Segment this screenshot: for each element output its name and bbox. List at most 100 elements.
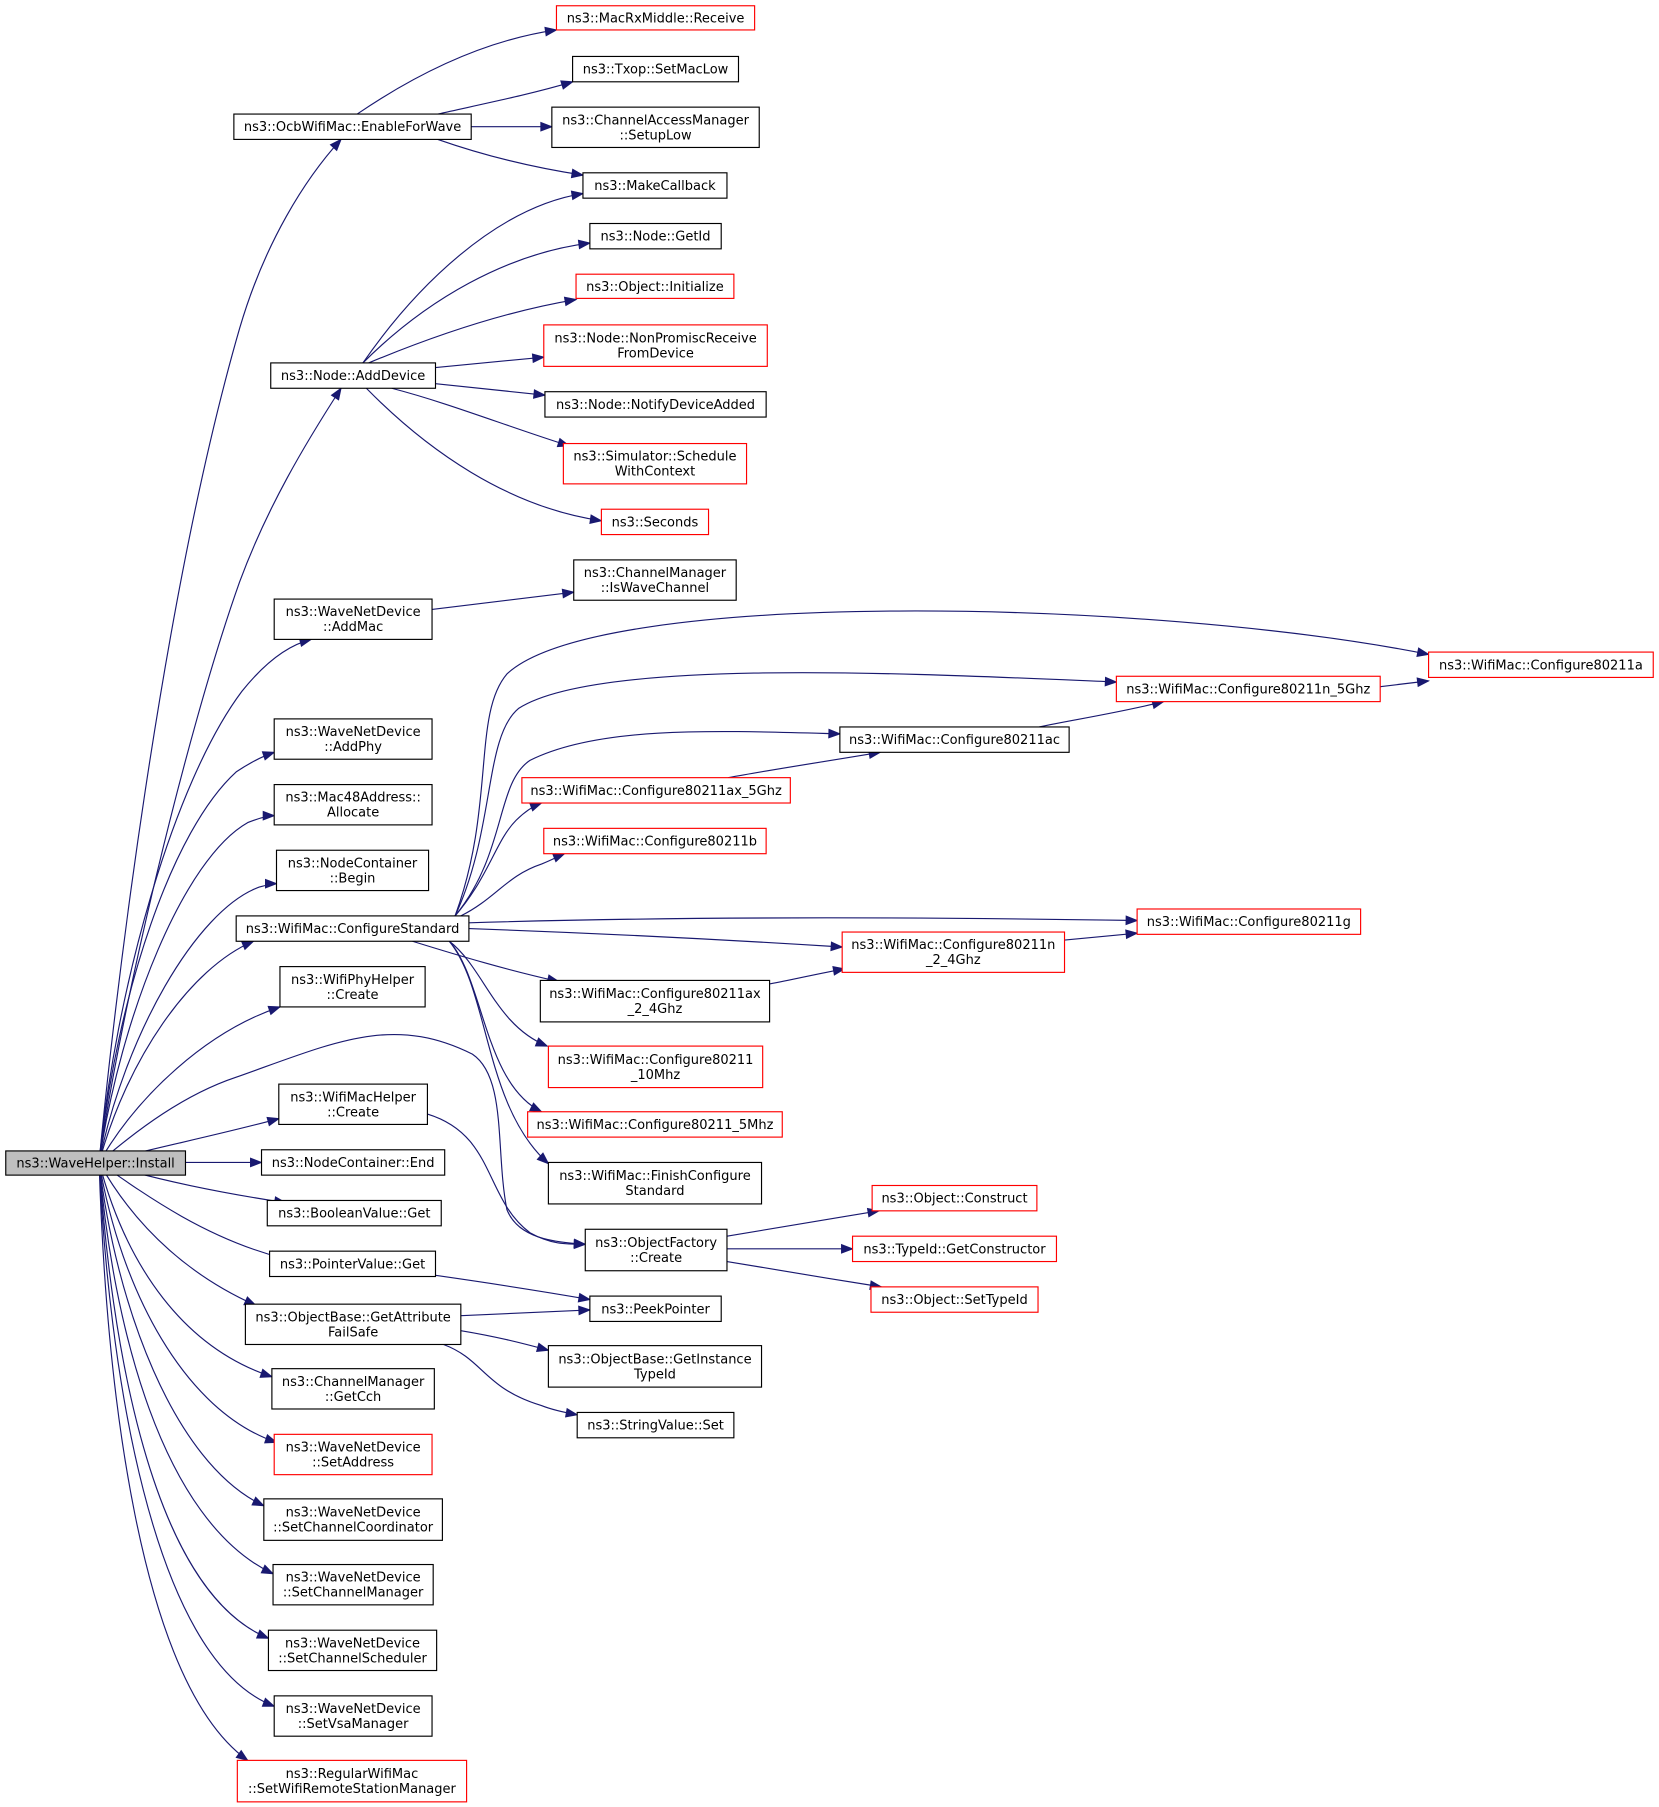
node-box: [547, 1161, 763, 1205]
node-label-line: ns3::ChannelAccessManager: [562, 113, 750, 128]
node-wm-11a[interactable]: ns3::WifiMac::Configure80211a: [1428, 651, 1654, 679]
node-wm-10mhz[interactable]: ns3::WifiMac::Configure80211_10Mhz: [547, 1045, 764, 1089]
node-sv-set[interactable]: ns3::StringValue::Set: [576, 1411, 735, 1439]
node-box: [575, 273, 735, 299]
node-label-line: ns3::WaveNetDevice: [286, 725, 421, 740]
node-box: [543, 324, 768, 367]
edge-wm_configstd-to-wm_11ax5: [454, 802, 543, 917]
arrowhead: [264, 1434, 278, 1444]
node-wm-11ac[interactable]: ns3::WifiMac::Configure80211ac: [839, 726, 1070, 753]
node-label-line: ns3::WaveNetDevice: [286, 1702, 421, 1717]
edge-wm_configstd-to-wm_finish: [448, 940, 550, 1165]
node-wnd-addphy[interactable]: ns3::WaveNetDevice::AddPhy: [273, 718, 433, 760]
edge-node_adddevice-to-node_getid: [362, 239, 592, 364]
node-wnd-addmac[interactable]: ns3::WaveNetDevice::AddMac: [273, 598, 433, 640]
node-mac48-allocate[interactable]: ns3::Mac48Address::Allocate: [273, 783, 433, 826]
edge-ob_getattr-to-ob_getinst: [460, 1330, 550, 1353]
node-wnd-setcm[interactable]: ns3::WaveNetDevice::SetChannelManager: [272, 1563, 434, 1606]
node-object-initialize[interactable]: ns3::Object::Initialize: [575, 273, 735, 299]
node-wm-11ax5[interactable]: ns3::WifiMac::Configure80211ax_5Ghz: [521, 777, 791, 804]
arrowhead: [250, 1157, 263, 1168]
node-wm-11ax24[interactable]: ns3::WifiMac::Configure80211ax_2_4Ghz: [539, 979, 771, 1023]
node-label-line: ns3::ChannelManager: [584, 566, 727, 581]
node-txop-setmaclow[interactable]: ns3::Txop::SetMacLow: [572, 55, 740, 83]
arrowhead: [534, 1037, 549, 1047]
node-node-adddevice[interactable]: ns3::Node::AddDevice: [270, 362, 437, 389]
node-ptr-get[interactable]: ns3::PointerValue::Get: [269, 1250, 437, 1278]
node-box: [5, 1150, 187, 1176]
node-seconds[interactable]: ns3::Seconds: [600, 508, 710, 536]
node-wm-11b[interactable]: ns3::WifiMac::Configure80211b: [543, 827, 767, 855]
node-wnd-setaddr[interactable]: ns3::WaveNetDevice::SetAddress: [273, 1433, 433, 1476]
node-wm-11n5[interactable]: ns3::WifiMac::Configure80211n_5Ghz: [1115, 675, 1381, 703]
node-peekpointer[interactable]: ns3::PeekPointer: [589, 1295, 722, 1323]
node-node-notify[interactable]: ns3::Node::NotifyDeviceAdded: [544, 391, 767, 418]
node-label-line: ns3::MacRxMiddle::Receive: [567, 11, 745, 26]
node-rwm-setwrsm[interactable]: ns3::RegularWifiMac::SetWifiRemoteStatio…: [236, 1759, 468, 1803]
node-macrx-receive[interactable]: ns3::MacRxMiddle::Receive: [555, 5, 756, 31]
edge-ocb_enable-to-makecallback: [437, 138, 585, 179]
node-label-line: ns3::Object::Initialize: [586, 280, 724, 295]
node-box: [521, 777, 791, 804]
arrowhead: [235, 1749, 249, 1762]
node-wnd-setcc[interactable]: ns3::WaveNetDevice::SetChannelCoordinato…: [263, 1498, 443, 1541]
node-label-line: ns3::WifiMac::Configure80211ac: [849, 733, 1060, 748]
arrowhead: [563, 296, 578, 307]
node-wm-configstd[interactable]: ns3::WifiMac::ConfigureStandard: [235, 915, 470, 942]
node-cm-iswave[interactable]: ns3::ChannelManager::IsWaveChannel: [573, 559, 737, 601]
node-cm-getcch[interactable]: ns3::ChannelManager::GetCch: [271, 1368, 435, 1410]
arrowhead: [260, 1564, 275, 1575]
arrowhead: [577, 1292, 592, 1303]
node-label-line: ns3::Object::SetTypeId: [881, 1293, 1027, 1308]
node-label-line: ns3::Node::GetId: [601, 230, 711, 245]
node-label-line: ns3::WifiMac::Configure80211ax_5Ghz: [530, 784, 782, 799]
node-wph-create[interactable]: ns3::WifiPhyHelper::Create: [279, 966, 426, 1008]
node-cam-setuplow[interactable]: ns3::ChannelAccessManager::SetupLow: [551, 106, 760, 149]
arrowhead: [255, 1629, 270, 1639]
node-label-line: ::SetChannelCoordinator: [273, 1521, 434, 1536]
node-box: [589, 1295, 722, 1323]
arrowhead: [259, 1368, 274, 1378]
arrowhead: [1125, 915, 1139, 926]
node-box: [244, 1303, 462, 1346]
node-wm-5mhz[interactable]: ns3::WifiMac::Configure80211_5Mhz: [527, 1111, 783, 1138]
edge-install-to-node_adddevice: [98, 387, 342, 1163]
node-label-line: ::SetChannelScheduler: [278, 1651, 427, 1666]
node-label-line: ns3::Node::NonPromiscReceive: [554, 332, 756, 347]
node-label-line: ::SetAddress: [312, 1456, 394, 1471]
node-nc-end[interactable]: ns3::NodeContainer::End: [260, 1149, 446, 1176]
node-node-getid[interactable]: ns3::Node::GetId: [589, 222, 722, 250]
node-wnd-setvsa[interactable]: ns3::WaveNetDevice::SetVsaManager: [273, 1695, 433, 1737]
node-wmh-create[interactable]: ns3::WifiMacHelper::Create: [278, 1083, 428, 1126]
node-wm-11g[interactable]: ns3::WifiMac::Configure80211g: [1136, 908, 1362, 935]
node-nc-begin[interactable]: ns3::NodeContainer::Begin: [275, 849, 430, 892]
edge-of_create-to-obj_construct: [726, 1207, 881, 1237]
arrowhead: [540, 121, 554, 132]
node-box: [273, 718, 433, 760]
arrowhead: [531, 353, 546, 364]
node-ocb-enable[interactable]: ns3::OcbWifiMac::EnableForWave: [233, 113, 472, 140]
node-wnd-setcs[interactable]: ns3::WaveNetDevice::SetChannelScheduler: [267, 1629, 438, 1672]
node-label-line: ::SetupLow: [619, 128, 692, 143]
node-label-line: ns3::WifiMac::Configure80211n_5Ghz: [1126, 682, 1370, 697]
node-label-line: ::Create: [630, 1251, 682, 1266]
node-typeid-getctor[interactable]: ns3::TypeId::GetConstructor: [851, 1235, 1058, 1263]
edge-node_adddevice-to-node_notify: [435, 383, 547, 399]
node-of-create[interactable]: ns3::ObjectFactory::Create: [584, 1228, 728, 1272]
node-box: [260, 1149, 446, 1176]
node-makecallback[interactable]: ns3::MakeCallback: [582, 172, 728, 199]
node-box: [275, 849, 430, 892]
node-label-line: ns3::BooleanValue::Get: [278, 1207, 430, 1222]
node-install[interactable]: ns3::WaveHelper::Install: [5, 1150, 187, 1176]
node-obj-construct[interactable]: ns3::Object::Construct: [871, 1184, 1038, 1212]
node-bool-get[interactable]: ns3::BooleanValue::Get: [266, 1199, 442, 1227]
node-wm-11n24[interactable]: ns3::WifiMac::Configure80211n_2_4Ghz: [841, 931, 1066, 973]
node-label-line: ns3::Txop::SetMacLow: [583, 63, 729, 78]
edge-install-to-wph_create: [98, 1005, 282, 1163]
node-obj-settypeid[interactable]: ns3::Object::SetTypeId: [870, 1286, 1039, 1313]
